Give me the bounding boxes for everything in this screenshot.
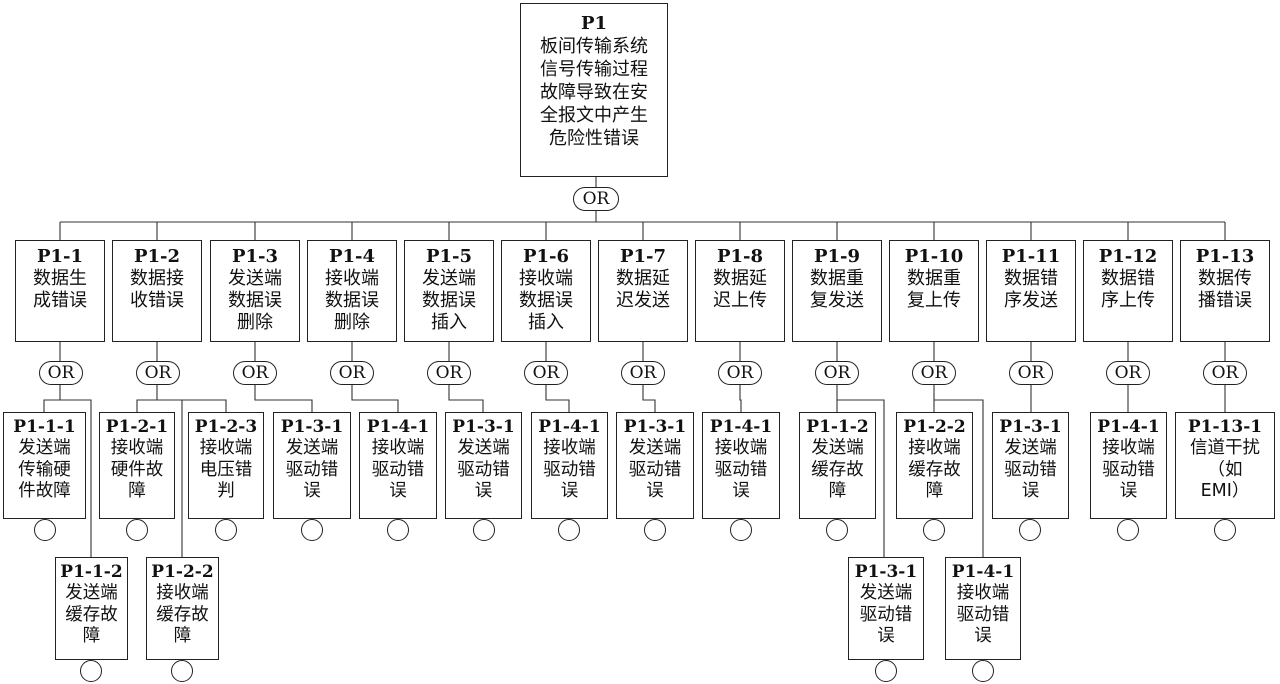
or-gate-p1-7: OR bbox=[621, 361, 665, 385]
basic-event-circle bbox=[473, 519, 495, 541]
or-gate-p1-2: OR bbox=[136, 361, 180, 385]
basic-event-circle bbox=[301, 519, 323, 541]
basic-event-circle bbox=[34, 519, 56, 541]
or-gate-p1-13: OR bbox=[1203, 361, 1247, 385]
or-gate-p1-1: OR bbox=[39, 361, 83, 385]
basic-event-circle bbox=[1214, 519, 1236, 541]
root-event-id: P1 bbox=[580, 13, 608, 34]
basic-event-circle bbox=[1019, 519, 1041, 541]
or-gate-p1-6: OR bbox=[524, 361, 568, 385]
connector-line bbox=[545, 385, 570, 412]
basic-event-circle bbox=[826, 519, 848, 541]
connector-line bbox=[136, 385, 158, 412]
or-gate-p1-5: OR bbox=[427, 361, 471, 385]
basic-event-circle bbox=[923, 519, 945, 541]
connector-line bbox=[351, 385, 399, 412]
connector-line bbox=[157, 399, 227, 412]
basic-event-circle bbox=[171, 660, 193, 682]
connector-line bbox=[448, 385, 484, 412]
connector-line bbox=[43, 385, 61, 412]
basic-event-circle bbox=[972, 660, 994, 682]
basic-event-circle bbox=[126, 519, 148, 541]
root-event: P1 板间传输系统 信号传输过程 故障导致在安 全报文中产生 危险性错误 bbox=[520, 3, 668, 177]
or-gate-p1-11: OR bbox=[1009, 361, 1053, 385]
basic-event-circle bbox=[80, 660, 102, 682]
basic-event-circle bbox=[730, 519, 752, 541]
connector-line bbox=[60, 399, 92, 557]
or-gate-p1-10: OR bbox=[912, 361, 956, 385]
basic-event-circle bbox=[875, 660, 897, 682]
basic-event-circle bbox=[1117, 519, 1139, 541]
basic-event-circle bbox=[558, 519, 580, 541]
or-gate-p1-8: OR bbox=[718, 361, 762, 385]
or-gate-p1-3: OR bbox=[233, 361, 277, 385]
connector-line bbox=[837, 399, 885, 557]
or-gate-p1-4: OR bbox=[330, 361, 374, 385]
connector-line bbox=[254, 385, 313, 412]
connector-line bbox=[642, 385, 656, 412]
root-event-text: 板间传输系统 信号传输过程 故障导致在安 全报文中产生 危险性错误 bbox=[540, 36, 648, 149]
connector-line bbox=[934, 399, 984, 557]
basic-event-circle bbox=[387, 519, 409, 541]
basic-event-circle bbox=[644, 519, 666, 541]
basic-event-circle bbox=[215, 519, 237, 541]
connector-line bbox=[739, 385, 742, 412]
or-gate-p1-12: OR bbox=[1106, 361, 1150, 385]
or-gate-p1-9: OR bbox=[815, 361, 859, 385]
or-gate-root: OR bbox=[573, 187, 619, 211]
